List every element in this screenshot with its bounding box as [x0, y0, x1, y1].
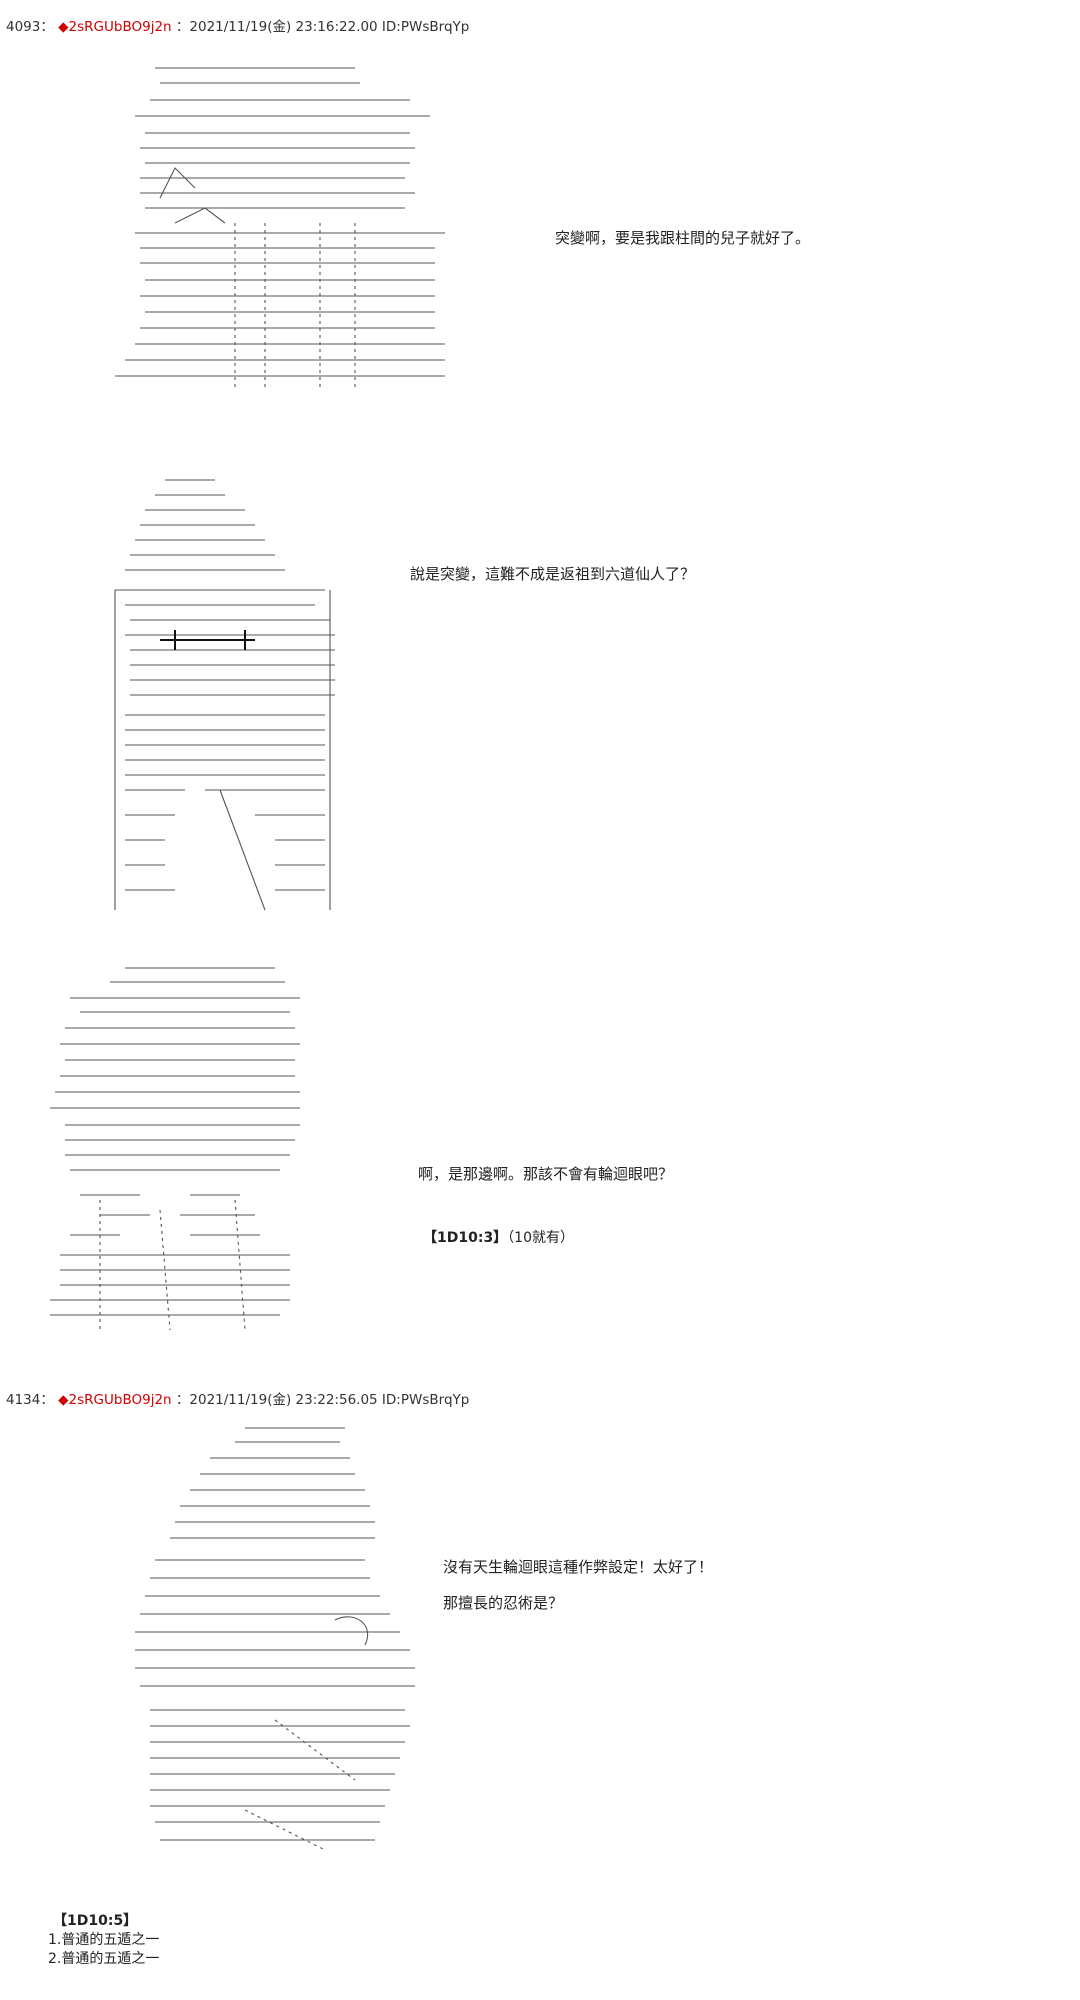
trip-marker: ◆: [58, 1392, 69, 1408]
post-trip[interactable]: 2sRGUbBO9j2n: [68, 19, 172, 35]
post-header: 4134： ◆2sRGUbBO9j2n ：2021/11/19(金) 23:22…: [6, 1388, 469, 1408]
dice-roll: 【1D10:5】: [53, 1910, 137, 1930]
post-number: 4134: [6, 1392, 41, 1408]
dialogue-line: 說是突變，這難不成是返祖到六道仙人了？: [410, 565, 696, 583]
dialogue-line: 沒有天生輪迴眼這種作弊設定！太好了！: [443, 1558, 714, 1576]
roll-result: 【1D10:5】: [53, 1913, 138, 1929]
post-separator: ：: [40, 19, 54, 35]
dialogue-line: 突變啊，要是我跟柱間的兒子就好了。: [555, 229, 811, 247]
post-number: 4093: [6, 19, 41, 35]
roll-result: 【1D10:3】: [423, 1230, 508, 1246]
ascii-art-figure: [115, 48, 460, 433]
post-datetime: ：2021/11/19(金) 23:22:56.05 ID:PWsBrqYp: [175, 1392, 470, 1408]
trip-marker: ◆: [58, 19, 69, 35]
ascii-art-figure: [40, 960, 330, 1335]
dialogue-line: 那擅長的忍術是？: [443, 1594, 564, 1612]
ascii-art-figure: [105, 470, 345, 920]
roll-option: 1.普通的五遁之一: [48, 1932, 160, 1948]
roll-note: （10就有）: [507, 1230, 575, 1246]
post-separator: ：: [40, 1392, 54, 1408]
ascii-art-figure: [125, 1420, 425, 1880]
post-header: 4093： ◆2sRGUbBO9j2n ：2021/11/19(金) 23:16…: [6, 15, 469, 35]
roll-option: 2.普通的五遁之一: [48, 1951, 160, 1967]
post-trip[interactable]: 2sRGUbBO9j2n: [68, 1392, 172, 1408]
dice-roll: 【1D10:3】（10就有）: [423, 1227, 574, 1247]
dialogue-line: 啊，是那邊啊。那該不會有輪迴眼吧？: [418, 1165, 674, 1183]
post-datetime: ：2021/11/19(金) 23:16:22.00 ID:PWsBrqYp: [175, 19, 470, 35]
